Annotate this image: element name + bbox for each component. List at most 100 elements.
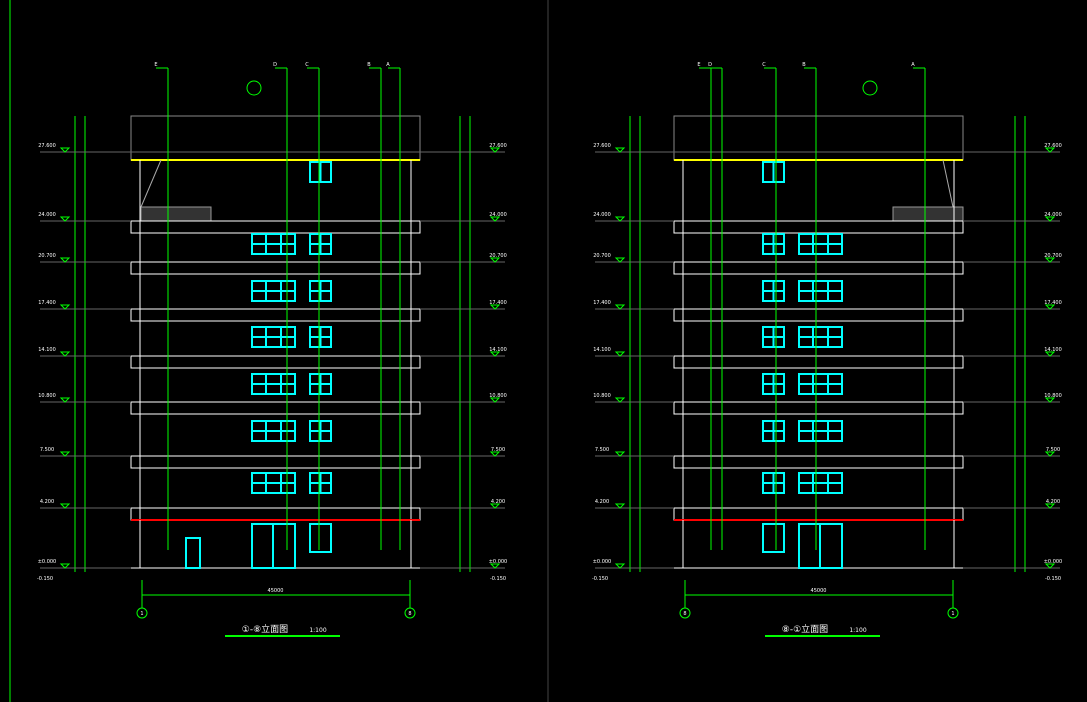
elevation-label: 24.000 — [1044, 212, 1062, 218]
elevation-label: ±0.000 — [593, 559, 612, 565]
axis-bubble-label: 1 — [140, 611, 143, 617]
floor-band — [673, 401, 964, 415]
axis-bubble-label: 8 — [408, 611, 411, 617]
elevation-label: 4.200 — [1046, 499, 1060, 505]
elevation-label: 4.200 — [40, 499, 54, 505]
elevation-label: 20.700 — [593, 253, 611, 259]
elevation-label: 14.100 — [489, 347, 507, 353]
level-marker-icon — [1044, 216, 1056, 222]
elevation-label: 7.500 — [595, 447, 609, 453]
ground-level-label: -0.150 — [37, 576, 53, 582]
stair-roof-vent — [892, 206, 964, 222]
floor-band — [673, 308, 964, 322]
floor-band — [673, 507, 964, 521]
level-marker-icon — [1044, 257, 1056, 263]
floor-band — [130, 507, 421, 521]
axis-bubble-label: 1 — [951, 611, 954, 617]
level-marker-icon — [59, 451, 71, 457]
level-marker-icon — [59, 563, 71, 569]
window-ground — [309, 523, 332, 553]
level-marker-icon — [59, 216, 71, 222]
grid-axis-tag: E — [154, 62, 157, 68]
floor-band — [130, 355, 421, 369]
level-marker-icon — [614, 451, 626, 457]
level-marker-icon — [1044, 351, 1056, 357]
level-marker-icon — [489, 451, 501, 457]
grid-axis-tag: A — [911, 62, 915, 68]
elevation-label: 17.400 — [593, 300, 611, 306]
elevation-label: 10.800 — [1044, 393, 1062, 399]
level-marker-icon — [614, 147, 626, 153]
level-marker-icon — [489, 351, 501, 357]
side-door — [185, 537, 201, 569]
stair-slope — [140, 159, 162, 208]
grid-axis-tag: C — [762, 62, 766, 68]
elevation-label: 20.700 — [489, 253, 507, 259]
drawing-scale: 1:100 — [849, 627, 866, 634]
level-marker-icon — [489, 147, 501, 153]
elevation-label: 4.200 — [595, 499, 609, 505]
total-width-label: 45000 — [268, 588, 284, 594]
floor-band — [130, 507, 421, 521]
level-marker-icon — [1044, 304, 1056, 310]
axis-bubble-icon — [679, 607, 691, 619]
elevation-label: 14.100 — [38, 347, 56, 353]
grid-axis-tag: D — [708, 62, 712, 68]
level-marker-icon — [489, 397, 501, 403]
drawing-title: ⑧-①立面图 — [782, 623, 828, 635]
floor-band — [673, 355, 964, 369]
elevation-label: 4.200 — [491, 499, 505, 505]
elevation-label: 24.000 — [38, 212, 56, 218]
floor-band — [130, 220, 421, 234]
elevation-label: 27.600 — [489, 143, 507, 149]
elevation-label: 7.500 — [1046, 447, 1060, 453]
elevation-label: 27.600 — [38, 143, 56, 149]
elevation-label: 20.700 — [1044, 253, 1062, 259]
elevation-label: 10.800 — [593, 393, 611, 399]
elevation-label: 17.400 — [38, 300, 56, 306]
level-marker-icon — [1044, 503, 1056, 509]
level-marker-icon — [59, 304, 71, 310]
level-marker-icon — [59, 351, 71, 357]
level-marker-icon — [1044, 563, 1056, 569]
level-marker-icon — [1044, 147, 1056, 153]
stair-slope — [942, 159, 954, 208]
floor-band — [673, 261, 964, 275]
elevation-label: 14.100 — [593, 347, 611, 353]
elevation-label: 7.500 — [40, 447, 54, 453]
grid-axis-tag: A — [386, 62, 390, 68]
level-marker-icon — [489, 563, 501, 569]
grid-axis-tag: D — [273, 62, 277, 68]
level-marker-icon — [59, 397, 71, 403]
elevation-label: ±0.000 — [489, 559, 508, 565]
floor-band — [673, 507, 964, 521]
window-ground — [762, 523, 785, 553]
level-marker-icon — [59, 503, 71, 509]
axis-bubble-icon — [947, 607, 959, 619]
roof-parapet — [130, 115, 421, 161]
elevation-label: 17.400 — [489, 300, 507, 306]
level-marker-icon — [489, 503, 501, 509]
elevation-label: 20.700 — [38, 253, 56, 259]
level-marker-icon — [59, 257, 71, 263]
floor-band — [130, 401, 421, 415]
level-marker-icon — [489, 304, 501, 310]
ground-level-label: -0.150 — [490, 576, 506, 582]
axis-bubble-label: 8 — [683, 611, 686, 617]
grid-axis-tag: E — [697, 62, 700, 68]
elevation-label: 17.400 — [1044, 300, 1062, 306]
grid-axis-tag: C — [305, 62, 309, 68]
floor-band — [130, 261, 421, 275]
level-marker-icon — [614, 503, 626, 509]
grid-axis-tag: B — [367, 62, 371, 68]
detail-callout-icon — [862, 80, 878, 96]
level-marker-icon — [614, 304, 626, 310]
floor-band — [673, 455, 964, 469]
elevation-label: ±0.000 — [38, 559, 57, 565]
total-width-label: 45000 — [811, 588, 827, 594]
elevation-label: 14.100 — [1044, 347, 1062, 353]
stair-roof-vent — [140, 206, 212, 222]
detail-callout-icon — [246, 80, 262, 96]
level-marker-icon — [614, 216, 626, 222]
